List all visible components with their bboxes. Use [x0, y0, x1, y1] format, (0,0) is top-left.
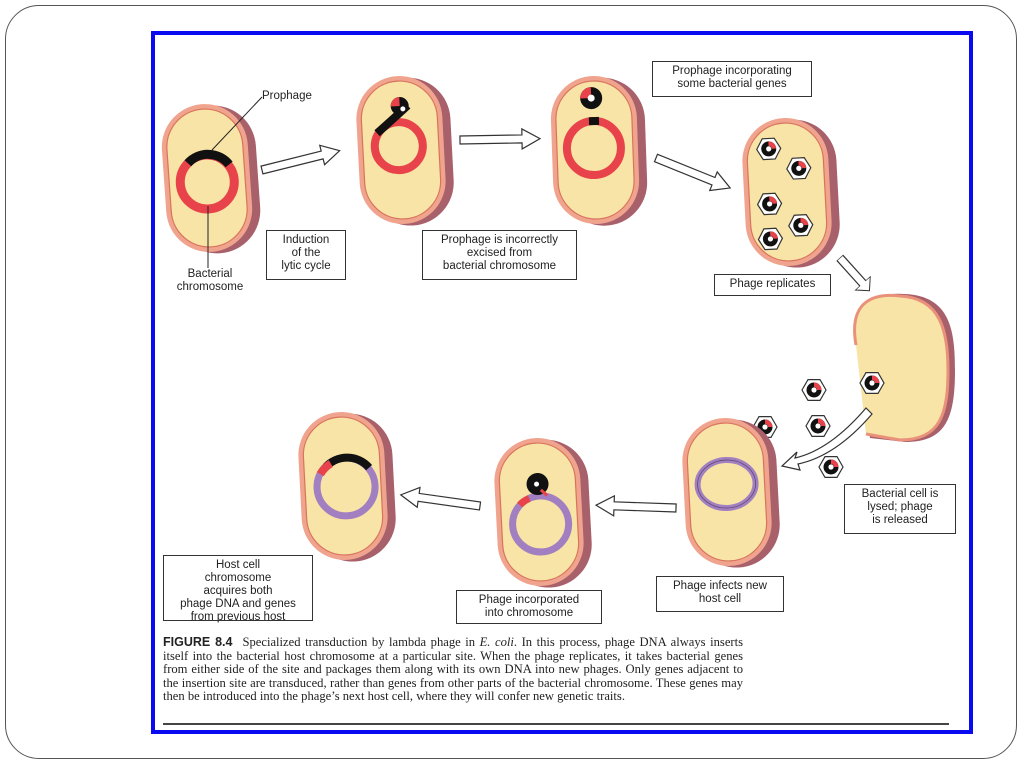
induction-label-box: Induction of the lytic cycle	[266, 230, 346, 280]
figure-number: FIGURE 8.4	[163, 635, 233, 649]
arrow-icon	[258, 140, 343, 181]
figure-caption: FIGURE 8.4 Specialized transduction by la…	[163, 635, 743, 704]
cell-phage-incorporated	[491, 434, 595, 591]
incorporated-label-box: Phage incorporated into chromosome	[456, 590, 602, 624]
prophage-label: Prophage	[262, 90, 312, 102]
phage-replicates-label-box: Phage replicates	[714, 274, 831, 296]
cell-incorrect-excision	[548, 73, 650, 229]
arrow-icon	[459, 128, 541, 151]
arrow-icon	[398, 484, 482, 517]
bacterial-chromosome-label: Bacterial chromosome	[176, 268, 244, 293]
cell-new-host-infected	[679, 414, 783, 571]
caption-rule	[163, 723, 949, 725]
caption-lead: Specialized transduction by lambda phage…	[242, 635, 480, 649]
caption-body: . In this process, phage DNA always inse…	[163, 635, 743, 704]
incorrect-excision-label-box: Prophage is incorrectly excised from bac…	[422, 230, 577, 280]
curved-arrow-icon	[780, 407, 873, 471]
host-acquires-label-box: Host cell chromosome acquires both phage…	[163, 555, 313, 623]
cell-phage-replication	[739, 114, 843, 271]
lysed-label-box: Bacterial cell is lysed; phage is releas…	[844, 484, 956, 534]
arrow-icon	[832, 250, 878, 298]
prophage-pointer-line	[211, 96, 263, 151]
cell-host-acquires-genes	[295, 408, 399, 565]
cell-prophage-integrated	[158, 100, 264, 258]
cell-lysed	[853, 293, 955, 442]
cell-induction	[353, 72, 457, 229]
caption-species: E. coli	[479, 635, 514, 649]
infects-new-host-label-box: Phage infects new host cell	[656, 576, 784, 612]
incorporating-genes-label-box: Prophage incorporating some bacterial ge…	[652, 61, 812, 97]
arrow-icon	[595, 494, 677, 519]
arrow-icon	[651, 148, 735, 198]
